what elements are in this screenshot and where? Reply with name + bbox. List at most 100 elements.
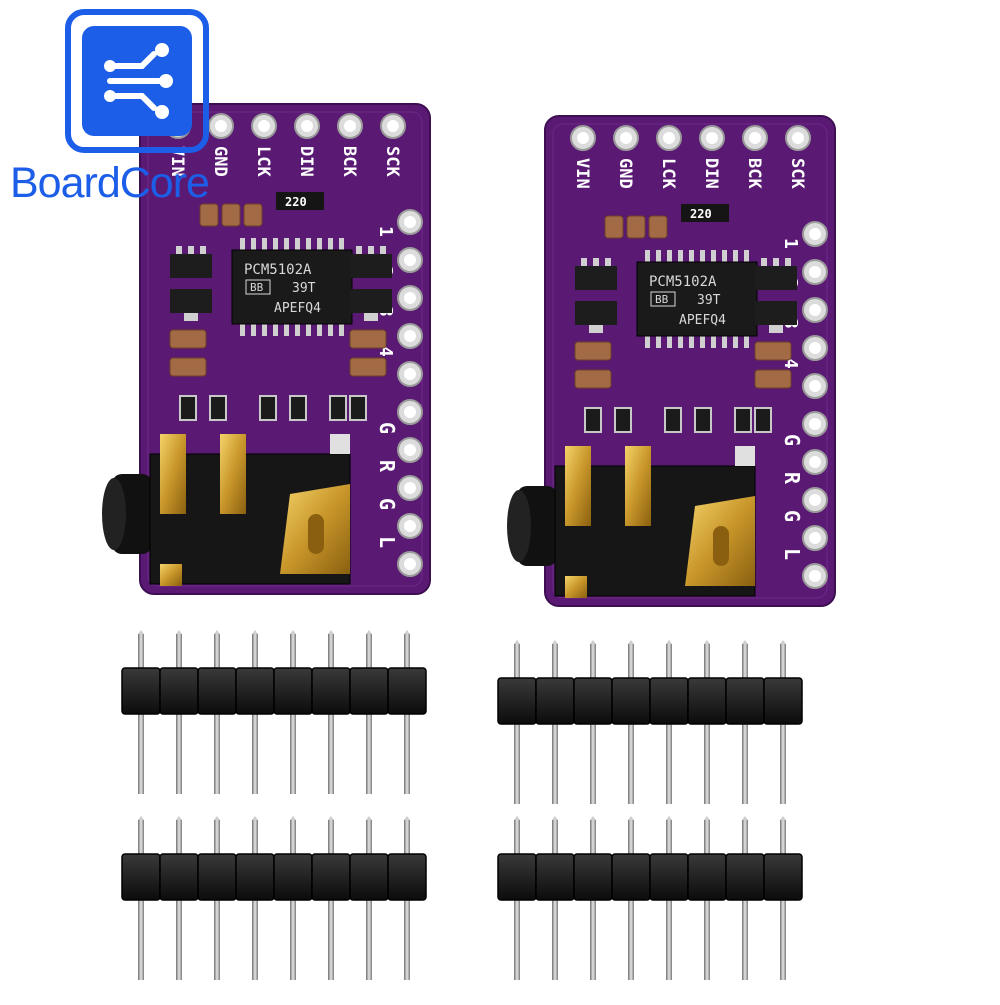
resistor-marking: 220 [285,195,307,209]
sot-pin [188,246,194,254]
dac-board: VINGNDLCKDINBCKSCK1234GRGL220PCM5102ABB3… [507,115,836,607]
smd-capacitor [199,203,219,227]
chip-pin [262,322,267,336]
header-pin-tip [742,640,748,644]
jack-slot [308,514,324,554]
side-pin-hole [404,368,416,380]
header-pin-tip [514,640,520,644]
pin-hole [344,120,356,132]
chip-pin [711,250,716,264]
smd-resistor [289,395,307,421]
pin-header [121,816,427,980]
header-pin-tip [780,816,786,820]
smd-resistor [209,395,227,421]
pin-label-top: DIN [296,146,316,177]
audio-pin-label: G [780,510,804,522]
header-block [311,853,351,901]
header-pin-tip [252,816,258,820]
sot-regulator [575,301,617,325]
smd-resistor [179,395,197,421]
chip-pin [700,334,705,348]
header-block [573,853,613,901]
header-block [687,677,727,725]
smd-capacitor [221,203,241,227]
dac-board: VINGNDLCKDINBCKSCK1234GRGL220PCM5102ABB3… [102,103,431,595]
chip-pin [339,238,344,252]
header-pin-tip [290,630,296,634]
sot-pin [368,246,374,254]
sot-regulator [170,289,212,313]
chip-pin [328,322,333,336]
sot-pin [176,246,182,254]
chip-part: PCM5102A [649,274,717,290]
sot-pin [605,258,611,266]
side-pin-hole [809,456,821,468]
header-block [573,677,613,725]
header-block [273,853,313,901]
chip-pin [306,238,311,252]
pin-label-top: LCK [253,146,273,177]
chip-pin [251,238,256,252]
chip-logo-box [650,291,676,307]
smd-capacitor [574,369,612,389]
chip-pin [678,250,683,264]
pin-label-top: GND [615,158,635,189]
jack-contact [160,564,182,586]
header-pin-tip [328,630,334,634]
header-block [159,853,199,901]
side-pin-hole [809,418,821,430]
sot-pin [769,325,783,333]
sot-regulator [755,301,797,325]
jack-opening [102,478,126,550]
header-pin-tip [628,640,634,644]
chip-batch: APEFQ4 [679,313,726,328]
audio-pin-label: R [780,472,804,485]
chip-pin [295,238,300,252]
chip-pin [284,238,289,252]
sot-pin [356,246,362,254]
smd-capacitor [349,357,387,377]
smd-resistor [694,407,712,433]
header-block [387,667,427,715]
header-block [497,853,537,901]
chip-pin [667,334,672,348]
jack-tab [735,446,755,466]
smd-capacitor [754,369,792,389]
smd-capacitor [648,215,668,239]
sot-pin [380,246,386,254]
header-pin-tip [290,816,296,820]
header-block [535,677,575,725]
header-pin-tip [552,640,558,644]
header-block [311,667,351,715]
header-pin-tip [214,630,220,634]
chip-pin [240,238,245,252]
side-pin-label: 4 [375,346,396,357]
header-block [197,853,237,901]
chip-pin [295,322,300,336]
resistor-array [276,192,324,210]
header-block [235,853,275,901]
sot-pin [589,325,603,333]
pin-hole [258,120,270,132]
smd-resistor [349,395,367,421]
header-pin-tip [214,816,220,820]
side-pin-hole [404,216,416,228]
pin-label-top: SCK [382,146,402,177]
side-pin-hole [404,482,416,494]
header-pin-tip [704,640,710,644]
chip-pin [262,238,267,252]
smd-capacitor [604,215,624,239]
header-block [497,677,537,725]
header-block [649,677,689,725]
boards-layer: VINGNDLCKDINBCKSCK1234GRGL220PCM5102ABB3… [102,103,836,607]
chip-pin [328,238,333,252]
header-block [763,677,803,725]
header-pin-tip [704,816,710,820]
chip-pin [240,322,245,336]
side-pin-hole [809,570,821,582]
header-pin-tip [552,816,558,820]
chip-logo-mark: BB [250,281,264,294]
